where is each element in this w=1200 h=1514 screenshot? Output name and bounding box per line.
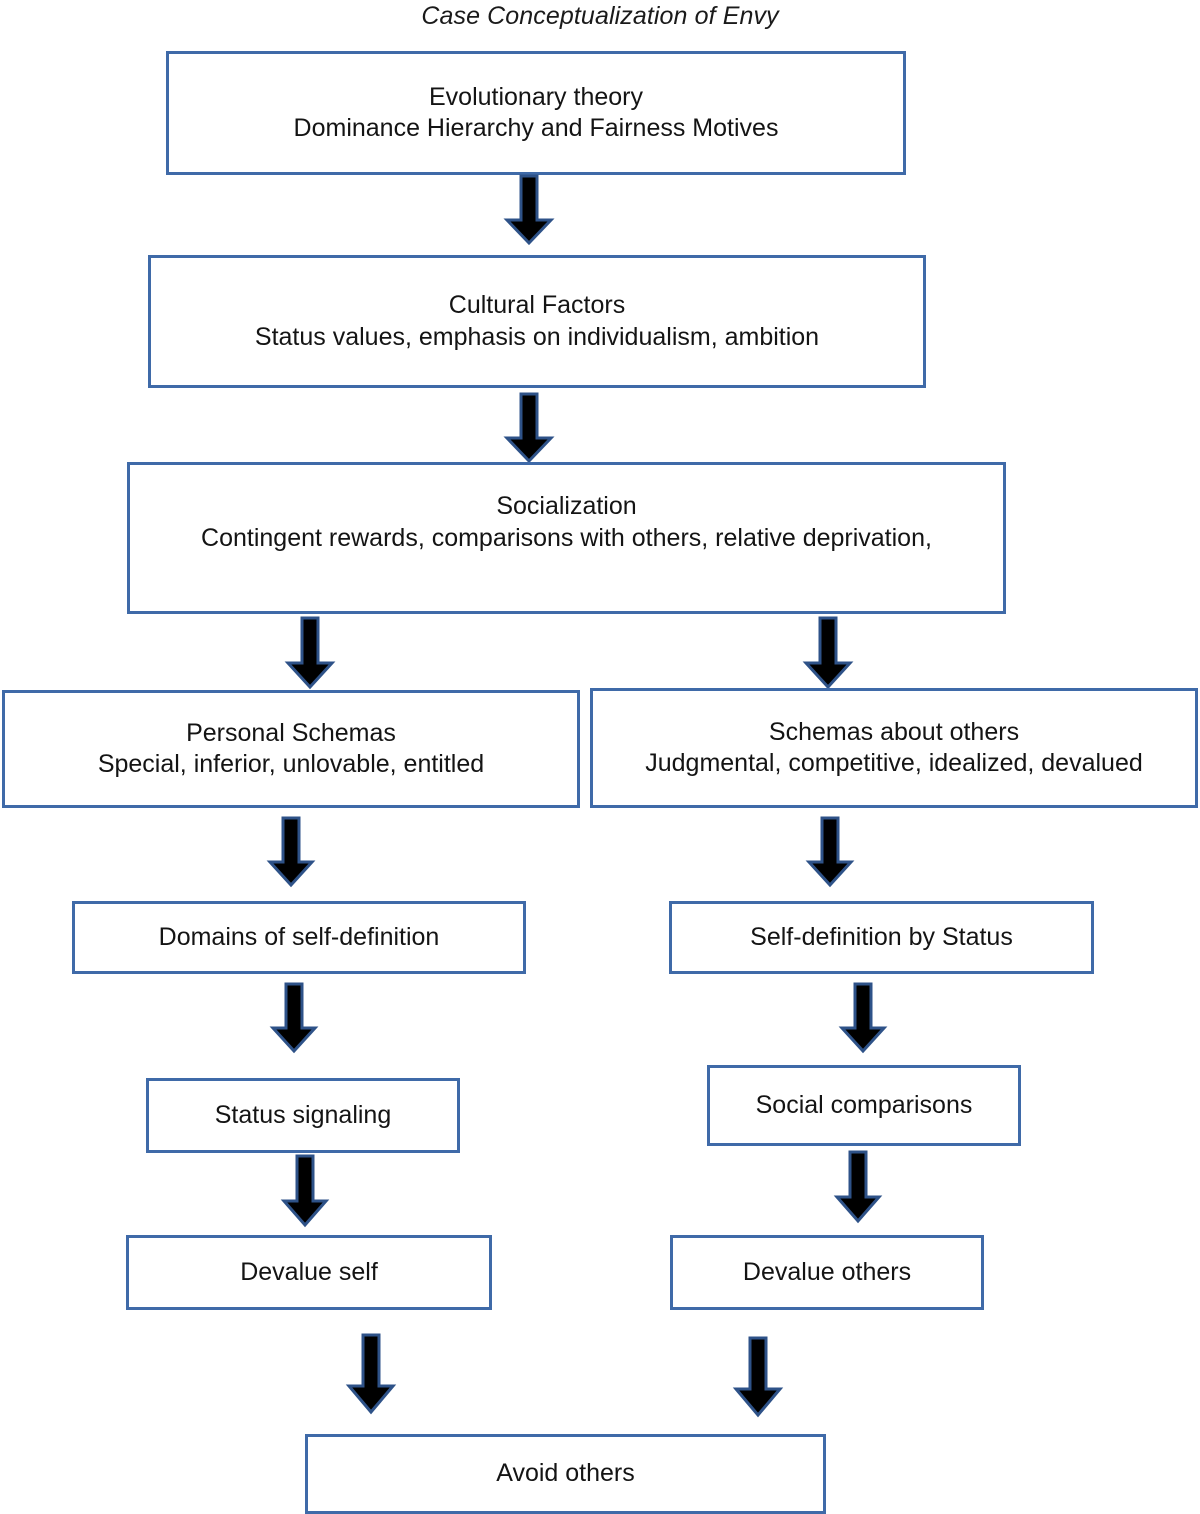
node-status-signaling: Status signaling [146,1078,460,1153]
node-personal-schemas-line1: Personal Schemas [186,718,396,747]
down-arrow-icon [833,1150,883,1224]
down-arrow-icon [802,616,854,690]
node-cultural-factors: Cultural Factors Status values, emphasis… [148,255,926,388]
node-self-definition-by-status: Self-definition by Status [669,901,1094,974]
node-personal-schemas-line2: Special, inferior, unlovable, entitled [97,750,485,778]
node-evolutionary-theory-line1: Evolutionary theory [428,82,643,111]
node-cultural-factors-line1: Cultural Factors [448,291,626,319]
node-personal-schemas: Personal Schemas Special, inferior, unlo… [2,690,580,808]
node-self-definition-by-status-line1: Self-definition by Status [750,922,1013,951]
page-title: Case Conceptualization of Envy [421,2,779,30]
node-socialization: Socialization Contingent rewards, compar… [127,462,1006,614]
node-avoid-others: Avoid others [305,1434,826,1514]
down-arrow-icon [503,392,555,464]
node-devalue-self-line1: Devalue self [240,1257,378,1286]
down-arrow-icon [269,982,319,1054]
node-devalue-self: Devalue self [126,1235,492,1310]
node-schemas-about-others: Schemas about others Judgmental, competi… [590,688,1198,808]
node-social-comparisons-line1: Social comparisons [755,1090,973,1119]
node-schemas-about-others-line1: Schemas about others [768,717,1020,746]
node-socialization-line2: Contingent rewards, comparisons with oth… [201,523,932,552]
node-socialization-line1: Socialization [496,492,637,520]
node-evolutionary-theory: Evolutionary theory Dominance Hierarchy … [166,51,906,175]
down-arrow-icon [280,1154,330,1228]
down-arrow-icon [345,1333,397,1415]
node-devalue-others-line1: Devalue others [742,1257,912,1286]
down-arrow-icon [805,816,855,888]
node-social-comparisons: Social comparisons [707,1065,1021,1146]
node-cultural-factors-line2: Status values, emphasis on individualism… [254,322,820,351]
down-arrow-icon [503,174,555,246]
node-domains-of-self-definition-line1: Domains of self-definition [158,922,440,951]
node-devalue-others: Devalue others [670,1235,984,1310]
node-schemas-about-others-line2: Judgmental, competitive, idealized, deva… [645,749,1143,777]
node-avoid-others-line1: Avoid others [496,1459,635,1488]
down-arrow-icon [284,616,336,690]
node-status-signaling-line1: Status signaling [214,1100,392,1129]
down-arrow-icon [266,816,316,888]
node-domains-of-self-definition: Domains of self-definition [72,901,526,974]
down-arrow-icon [838,982,888,1054]
down-arrow-icon [732,1336,784,1418]
node-evolutionary-theory-line2: Dominance Hierarchy and Fairness Motives [293,114,779,142]
